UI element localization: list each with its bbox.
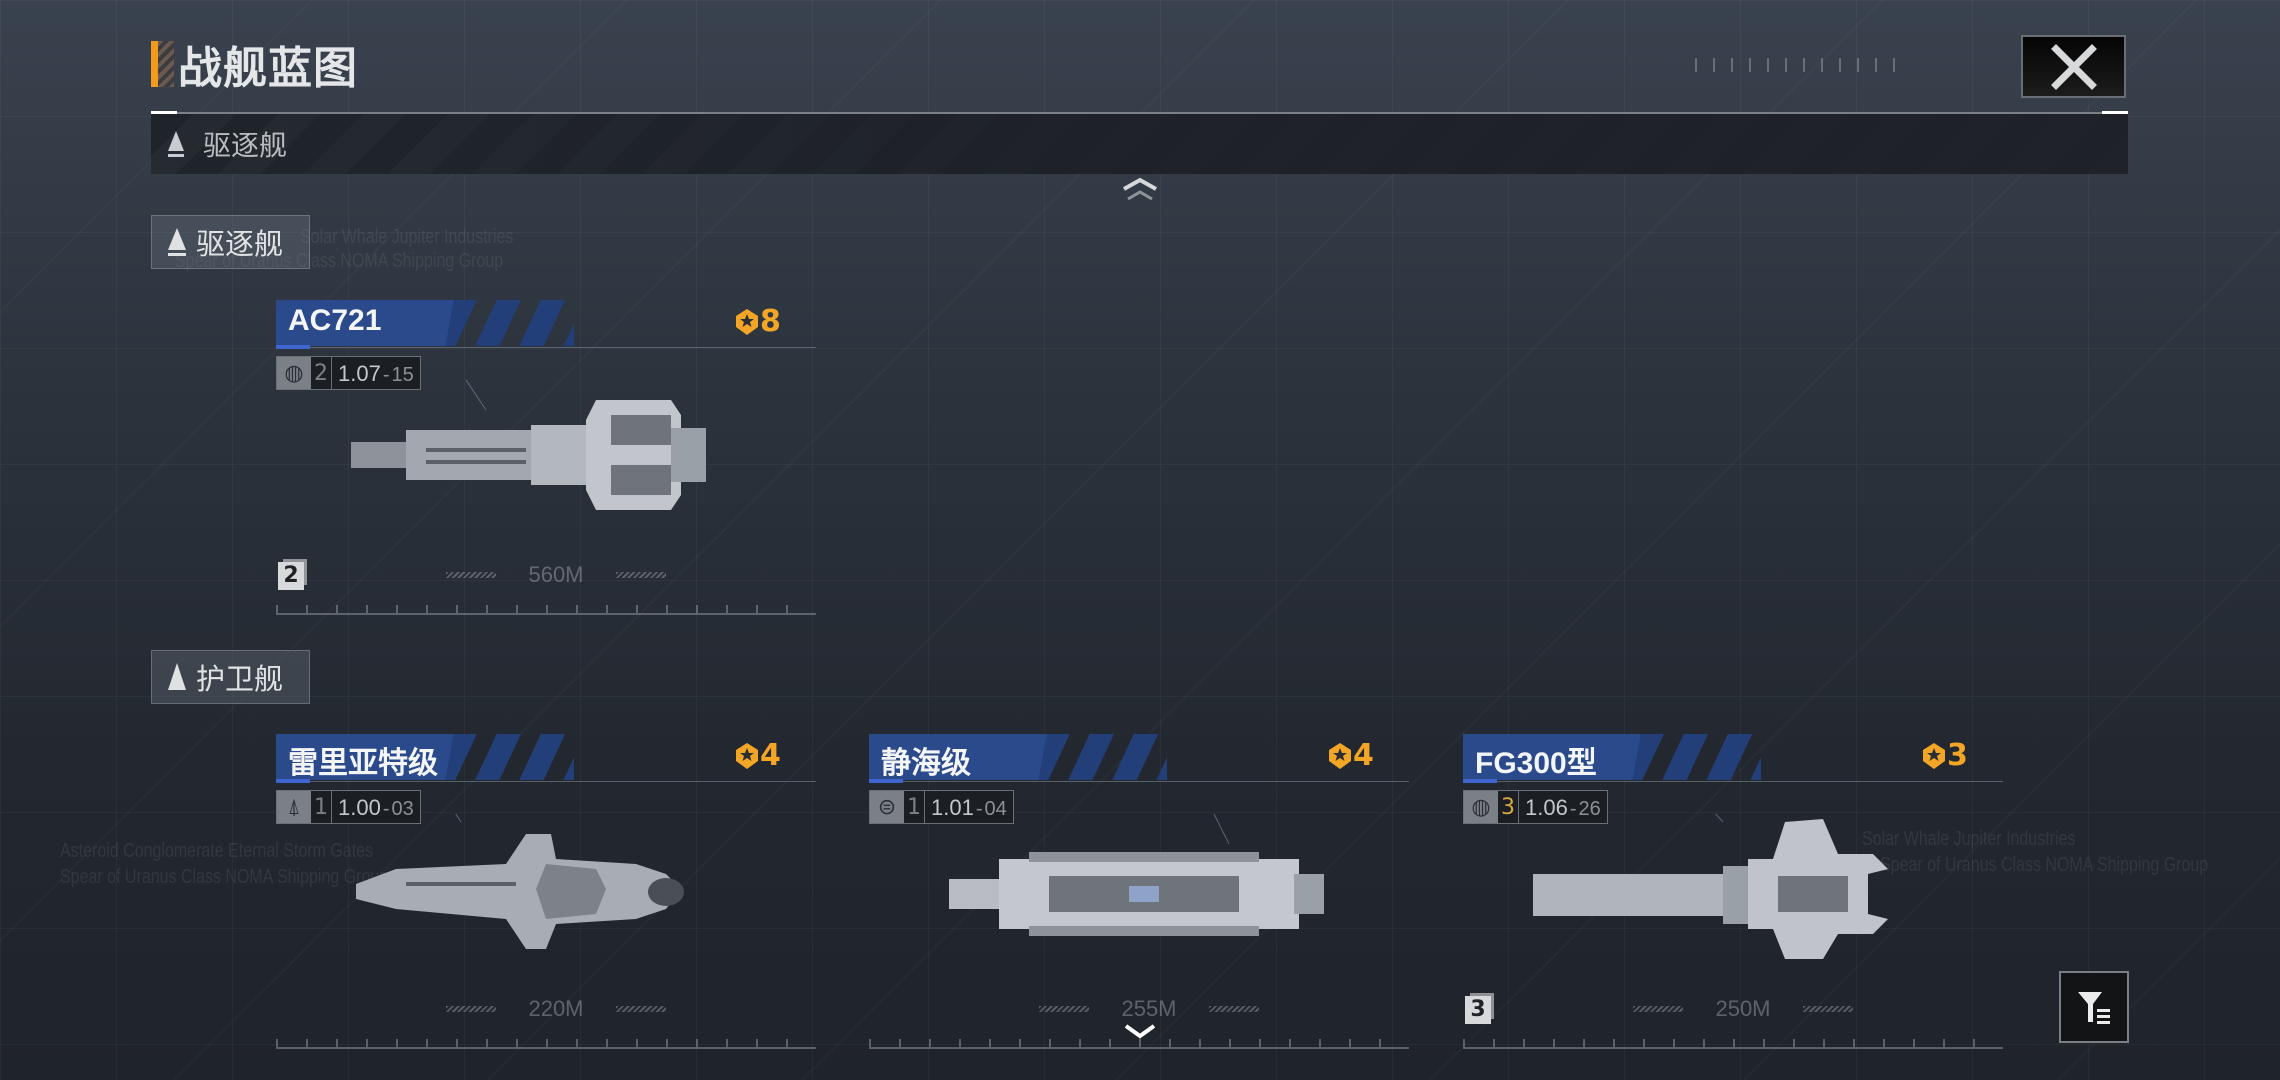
- ship-stats: ⊜ 1 1.01-04: [869, 790, 1014, 824]
- ship-card-leiliyate[interactable]: 雷里亚特级 4 ⍋ 1 1.00-03 220M: [276, 734, 816, 1054]
- close-icon: [2050, 43, 2097, 90]
- globe-icon: ◍: [277, 357, 311, 389]
- ship-name: FG300型: [1475, 747, 1597, 780]
- faction-icon: ⊜: [870, 791, 904, 823]
- dropdown-corner-mark: [2102, 111, 2128, 114]
- ship-image-jinghai: [949, 814, 1324, 936]
- ship-level: 1: [311, 791, 332, 823]
- ship-card-jinghai[interactable]: 静海级 4 ⊜ 1 1.01-04 255M: [869, 734, 1409, 1054]
- scroll-down-chevron-icon[interactable]: [1120, 1018, 1160, 1044]
- ship-image-fg300: [1533, 814, 1888, 959]
- watermark-text: Solar Whale Jupiter Industries: [1862, 828, 2076, 850]
- blueprint-count-badge: 8: [734, 304, 781, 339]
- ship-name-banner: 雷里亚特级: [276, 734, 816, 783]
- ship-level: 2: [311, 357, 332, 389]
- ship-stats: ◍ 2 1.07-15: [276, 356, 421, 390]
- watermark-text: Spear of Uranus Class NOMA Shipping Grou…: [60, 866, 389, 888]
- ship-length-scale: 255M: [1039, 996, 1259, 1022]
- watermark-text: Solar Whale Jupiter Industries: [300, 226, 514, 248]
- rank-star-icon: [1923, 742, 1945, 769]
- ship-version: 1.00: [338, 795, 381, 820]
- title-accent-bar: [151, 41, 158, 87]
- ship-name-banner: FG300型: [1463, 734, 2003, 783]
- ship-card-fg300[interactable]: FG300型 3 ◍ 3 1.06-26 3 250M: [1463, 734, 2003, 1054]
- tier-number: 2: [278, 562, 304, 590]
- close-button[interactable]: [2021, 35, 2126, 98]
- ship-image-leiliyate: [356, 814, 684, 949]
- ship-version: 1.06: [1525, 795, 1568, 820]
- ship-image-ac721: [351, 380, 706, 510]
- ship-version-sub: 15: [391, 364, 414, 386]
- ship-version-sub: 03: [391, 798, 414, 820]
- watermark-text: Spear of Uranus Class NOMA Shipping Grou…: [175, 250, 504, 272]
- blueprint-count-badge: 4: [1327, 738, 1374, 773]
- ship-version: 1.01: [931, 795, 974, 820]
- globe-icon: ◍: [1464, 791, 1498, 823]
- watermark-text: Spear of Uranus Class NOMA Shipping Grou…: [1880, 854, 2209, 876]
- dropdown-selected-label: 驱逐舰: [203, 129, 288, 162]
- rank-star-icon: [736, 742, 758, 769]
- scale-ruler: [869, 1033, 1409, 1049]
- ship-length-scale: 220M: [446, 996, 666, 1022]
- ship-name-banner: AC721: [276, 300, 816, 349]
- ship-name: 雷里亚特级: [288, 747, 438, 780]
- destroyer-class-icon: [168, 228, 186, 256]
- ship-class-dropdown[interactable]: 驱逐舰: [151, 111, 2128, 174]
- blueprint-count-badge: 4: [734, 738, 781, 773]
- section-label: 护卫舰: [196, 662, 284, 696]
- title-hatch: [158, 41, 174, 87]
- blueprint-count: 8: [760, 304, 781, 339]
- rocket-icon: ⍋: [277, 791, 311, 823]
- section-label: 驱逐舰: [196, 227, 284, 261]
- page-title: 战舰蓝图: [151, 38, 358, 94]
- rank-star-icon: [736, 308, 758, 335]
- page-title-text: 战舰蓝图: [178, 43, 358, 94]
- ship-length-scale: 560M: [446, 562, 666, 588]
- blueprint-count-badge: 3: [1921, 738, 1968, 773]
- ship-stats: ◍ 3 1.06-26: [1463, 790, 1608, 824]
- ship-level: 3: [1498, 791, 1519, 823]
- tier-number: 3: [1465, 996, 1491, 1024]
- watermark-text: Asteroid Conglomerate Eternal Storm Gate…: [60, 840, 374, 862]
- scale-ruler: [276, 599, 816, 615]
- ship-name: AC721: [288, 304, 382, 337]
- filter-button[interactable]: [2059, 971, 2129, 1043]
- rank-star-icon: [1329, 742, 1351, 769]
- blueprint-count: 3: [1947, 738, 1968, 773]
- section-header-frigate: 护卫舰: [151, 650, 310, 704]
- ship-name: 静海级: [881, 747, 971, 780]
- ship-name-banner: 静海级: [869, 734, 1409, 783]
- ship-version: 1.07: [338, 361, 381, 386]
- ship-version-sub: 26: [1578, 798, 1601, 820]
- filter-icon: [2078, 992, 2110, 1024]
- frigate-class-icon: [168, 663, 186, 690]
- destroyer-class-icon: [168, 131, 184, 157]
- blueprint-count: 4: [760, 738, 781, 773]
- ship-card-ac721[interactable]: AC721 8 ◍ 2 1.07-15 2 560M: [276, 300, 816, 620]
- scale-ruler: [276, 1033, 816, 1049]
- scale-ruler: [1463, 1033, 2003, 1049]
- ship-stats: ⍋ 1 1.00-03: [276, 790, 421, 824]
- section-header-destroyer: 驱逐舰: [151, 215, 310, 269]
- scroll-up-chevron-icon[interactable]: [1120, 177, 1160, 203]
- decorative-ticks: [1695, 58, 1895, 72]
- ship-version-sub: 04: [984, 798, 1007, 820]
- ship-length-scale: 250M: [1633, 996, 1853, 1022]
- blueprint-count: 4: [1353, 738, 1374, 773]
- dropdown-corner-mark: [151, 111, 177, 114]
- ship-level: 1: [904, 791, 925, 823]
